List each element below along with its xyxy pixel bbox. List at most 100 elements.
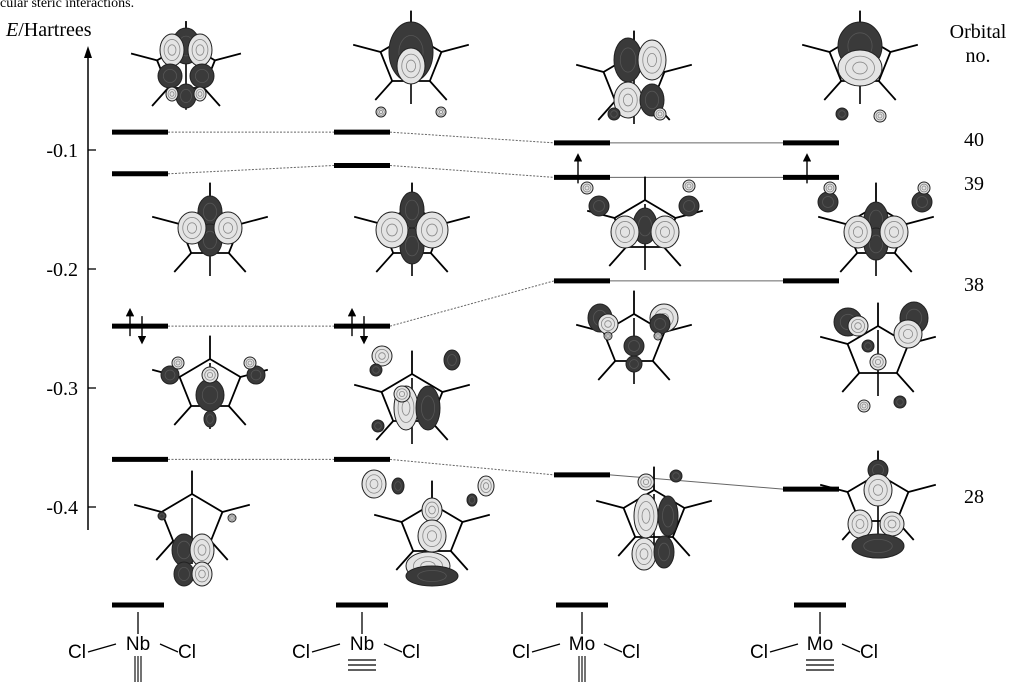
orbital-isosurface-pictures <box>130 10 937 587</box>
methyl-bond <box>908 483 937 493</box>
ligand-right: Cl <box>402 642 420 663</box>
orbital-picture <box>575 30 693 124</box>
light-lobe <box>650 215 680 249</box>
light-lobe <box>213 211 243 245</box>
dark-lobe <box>157 63 183 89</box>
dark-lobe <box>653 535 675 569</box>
dark-lobe <box>371 419 385 433</box>
light-lobe <box>637 473 655 491</box>
light-lobe <box>631 537 657 571</box>
orbital-picture <box>819 450 937 559</box>
light-lobe <box>191 561 213 587</box>
light-lobe <box>857 399 871 413</box>
axis-arrow-icon <box>84 46 92 58</box>
methyl-bond <box>173 405 192 426</box>
orbital-number-label: 38 <box>964 274 984 296</box>
light-lobe <box>361 469 387 499</box>
light-lobe <box>653 107 667 121</box>
light-lobe <box>863 473 893 507</box>
methyl-bond <box>442 383 471 393</box>
metal-cl-bond <box>603 643 623 653</box>
dark-lobe <box>175 83 197 109</box>
methyl-bond <box>819 335 848 345</box>
metal-cl-bond <box>531 643 561 653</box>
methyl-bond <box>374 80 393 101</box>
methyl-bond <box>595 499 624 509</box>
methyl-bond <box>214 52 242 62</box>
ligand-left: Cl <box>750 642 768 663</box>
methyl-bond <box>817 215 846 225</box>
methyl-bond <box>841 372 860 393</box>
orbital-picture <box>580 176 704 270</box>
orbital-picture <box>801 10 919 123</box>
axis-tick-label: -0.3 <box>46 378 78 400</box>
light-lobe <box>879 511 905 537</box>
light-lobe <box>879 215 909 249</box>
methyl-bond <box>672 536 691 557</box>
metal-cl-bond <box>769 643 799 653</box>
light-lobe <box>227 513 237 523</box>
light-lobe <box>396 47 426 85</box>
methyl-bond <box>575 63 604 73</box>
methyl-bond <box>352 43 381 53</box>
metal-symbol: Nb <box>126 634 150 655</box>
light-lobe <box>435 106 447 118</box>
dark-lobe <box>203 410 217 428</box>
methyl-bond <box>395 550 414 571</box>
orbital-picture <box>817 181 935 276</box>
methyl-bond <box>203 87 221 107</box>
light-lobe <box>393 385 411 403</box>
orbital-picture <box>151 182 269 276</box>
dark-lobe <box>195 378 225 412</box>
caption-fragment: cular steric interactions. <box>0 0 135 11</box>
ligand-left: Cl <box>512 642 530 663</box>
dark-lobe <box>625 355 643 373</box>
dark-lobe <box>893 395 907 409</box>
light-lobe <box>421 497 443 523</box>
dark-lobe <box>588 195 610 217</box>
dark-lobe <box>405 565 459 587</box>
axis-tick-label: -0.4 <box>46 497 78 519</box>
light-lobe <box>893 319 923 349</box>
light-lobe <box>580 181 594 195</box>
dark-lobe <box>173 561 195 587</box>
ligand-left: Cl <box>292 642 310 663</box>
methyl-bond <box>608 246 627 267</box>
dark-lobe <box>415 385 441 431</box>
light-lobe <box>165 86 179 102</box>
level-connector-line <box>389 131 555 144</box>
methyl-bond <box>130 52 158 62</box>
methyl-bond <box>896 372 915 393</box>
dark-lobe <box>817 191 839 213</box>
methyl-bond <box>597 360 616 381</box>
dark-lobe <box>669 469 683 483</box>
light-lobe <box>847 315 869 337</box>
light-lobe <box>653 331 663 341</box>
methyl-bond <box>906 215 935 225</box>
axis-tick-label: -0.1 <box>46 140 78 162</box>
methyl-bond <box>228 252 247 273</box>
orbital-header-line2: no. <box>966 45 991 67</box>
methyl-bond <box>823 80 842 101</box>
light-lobe <box>682 179 696 193</box>
orbital-picture <box>151 335 269 429</box>
axis-title-symbol: E <box>5 19 18 41</box>
orbital-header-line1: Orbital <box>950 21 1007 43</box>
dark-lobe <box>443 349 461 371</box>
level-connector-line <box>389 458 555 476</box>
methyl-bond <box>228 405 247 426</box>
methyl-bond <box>462 513 491 523</box>
methyl-bond <box>375 252 394 273</box>
orbital-picture <box>353 182 471 276</box>
ligand-left: Cl <box>68 642 86 663</box>
orbital-picture <box>133 470 251 587</box>
light-lobe <box>610 215 640 249</box>
light-lobe <box>837 49 883 87</box>
metal-cl-bond <box>383 643 403 653</box>
axis-title-unit: /Hartrees <box>18 19 92 41</box>
electron-arrows <box>125 153 812 345</box>
orbital-picture <box>361 469 495 587</box>
